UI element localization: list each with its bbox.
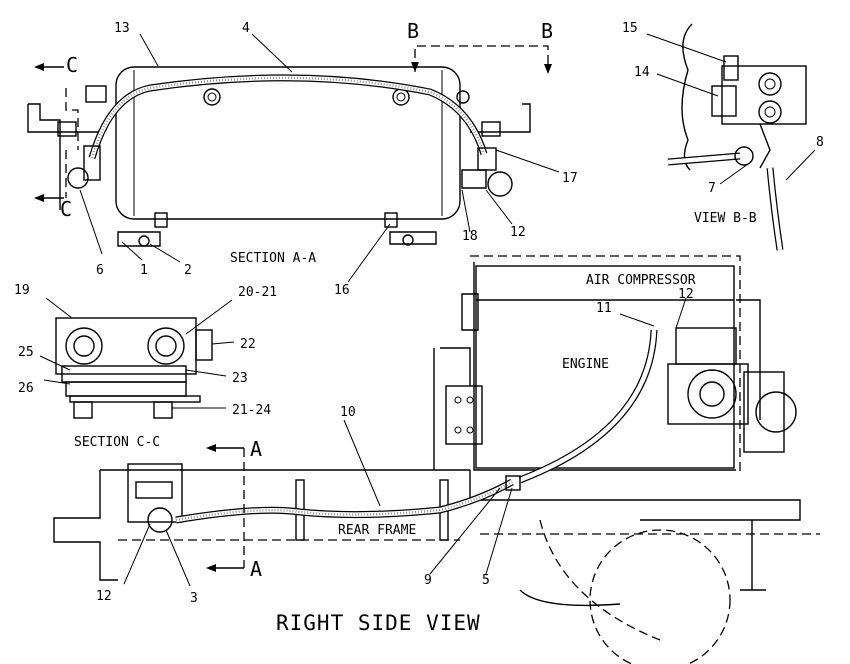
callout-18: 18 — [462, 229, 478, 244]
b-marker-left: B — [407, 19, 419, 43]
view-bb-title: VIEW B-B — [694, 211, 757, 226]
callout-22: 22 — [240, 337, 256, 352]
callout-5: 5 — [482, 573, 490, 588]
view-bb-drawing — [646, 23, 816, 251]
callout-12-a: 12 — [510, 225, 526, 240]
callout-4: 4 — [242, 21, 250, 36]
callout-23: 23 — [232, 371, 248, 386]
callout-25: 25 — [18, 345, 34, 360]
c-marker-bottom: C — [60, 197, 72, 221]
view-title: RIGHT SIDE VIEW — [276, 611, 481, 635]
callout-12-b: 12 — [678, 287, 694, 302]
callout-12-c: 12 — [96, 589, 112, 604]
air-tank — [115, 66, 461, 220]
a-marker-top: A — [250, 437, 262, 461]
callout-10: 10 — [340, 405, 356, 420]
callout-14: 14 — [634, 65, 650, 80]
section-aa-title: SECTION A-A — [230, 251, 316, 266]
callout-9: 9 — [424, 573, 432, 588]
rear-frame-label: REAR FRAME — [338, 523, 416, 538]
callout-8: 8 — [816, 135, 824, 150]
callout-3: 3 — [190, 591, 198, 606]
b-marker-right: B — [541, 19, 553, 43]
callout-11: 11 — [596, 301, 612, 316]
air-compressor-label: AIR COMPRESSOR — [586, 273, 696, 288]
engine-drawing — [433, 255, 797, 484]
section-cc-drawing — [39, 297, 235, 419]
callout-19: 19 — [14, 283, 30, 298]
callout-20-21: 20-21 — [238, 285, 277, 300]
section-cc-title: SECTION C-C — [74, 435, 160, 450]
section-aa-drawing — [27, 45, 552, 247]
callout-21-24: 21-24 — [232, 403, 271, 418]
callout-1: 1 — [140, 263, 148, 278]
callout-6: 6 — [96, 263, 104, 278]
callout-16: 16 — [334, 283, 350, 298]
callout-15: 15 — [622, 21, 638, 36]
callout-7: 7 — [708, 181, 716, 196]
callout-2: 2 — [184, 263, 192, 278]
engine-label: ENGINE — [562, 357, 609, 372]
rear-frame-drawing — [53, 419, 820, 664]
leaders-aa — [79, 33, 560, 283]
callout-17: 17 — [562, 171, 578, 186]
c-marker-top: C — [66, 53, 78, 77]
a-marker-bottom: A — [250, 557, 262, 581]
callout-13: 13 — [114, 21, 130, 36]
callout-26: 26 — [18, 381, 34, 396]
